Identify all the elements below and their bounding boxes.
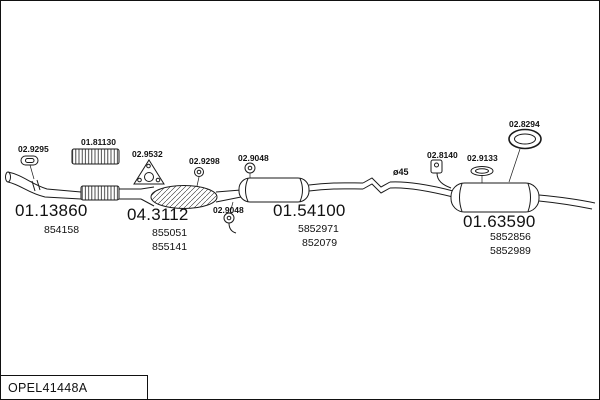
component-label-front-gasket: 02.9295 (18, 144, 49, 154)
oe-code: 855051 (152, 227, 188, 239)
flex-pipe-icon (71, 148, 120, 165)
intermediate-pipe (308, 177, 454, 198)
drawing-code-label: OPEL41448A (8, 380, 88, 395)
rear-muffler (450, 182, 540, 213)
tail-pipe (538, 194, 596, 210)
middle-muffler (238, 177, 310, 203)
part-number-catalyst: 04.3112 (127, 205, 189, 224)
component-label-rear-ring: 02.9133 (467, 153, 498, 163)
oe-code: 5852971 (298, 223, 339, 235)
component-label-seal-ring: 02.9298 (189, 156, 220, 166)
bracket-icon (430, 159, 452, 189)
oe-code: 5852989 (490, 245, 531, 257)
rear-clamp-icon (508, 128, 542, 183)
oe-code: 855141 (152, 241, 188, 253)
part-number-rear-muffler: 01.63590 (463, 212, 536, 231)
oe-code: 854158 (44, 224, 80, 236)
hanger-top-icon (244, 162, 256, 178)
drawing-code-box: OPEL41448A (1, 375, 148, 399)
part-number-mid-muffler: 01.54100 (273, 201, 346, 220)
front-pipe (5, 171, 82, 200)
oe-code: 852079 (302, 237, 338, 249)
diameter-annotation: ø45 (393, 167, 409, 177)
hanger-bottom-icon (223, 201, 237, 234)
component-label-hanger-top: 02.9048 (238, 153, 269, 163)
catalytic-converter (140, 185, 242, 209)
component-label-hanger-bottom: 02.9048 (213, 205, 244, 215)
flex-section (80, 185, 120, 201)
seal-ring-icon (194, 167, 204, 187)
part-number-front-pipe: 01.13860 (15, 201, 88, 220)
component-label-bracket: 02.8140 (427, 150, 458, 160)
oe-code: 5852856 (490, 231, 531, 243)
component-label-rear-clamp: 02.8294 (509, 119, 540, 129)
rear-ring-icon (470, 166, 494, 183)
component-label-flex-pipe: 01.81130 (81, 137, 116, 147)
flange-gasket-icon (133, 159, 165, 185)
component-label-flange-gasket: 02.9532 (132, 149, 163, 159)
front-gasket-icon (20, 155, 39, 180)
